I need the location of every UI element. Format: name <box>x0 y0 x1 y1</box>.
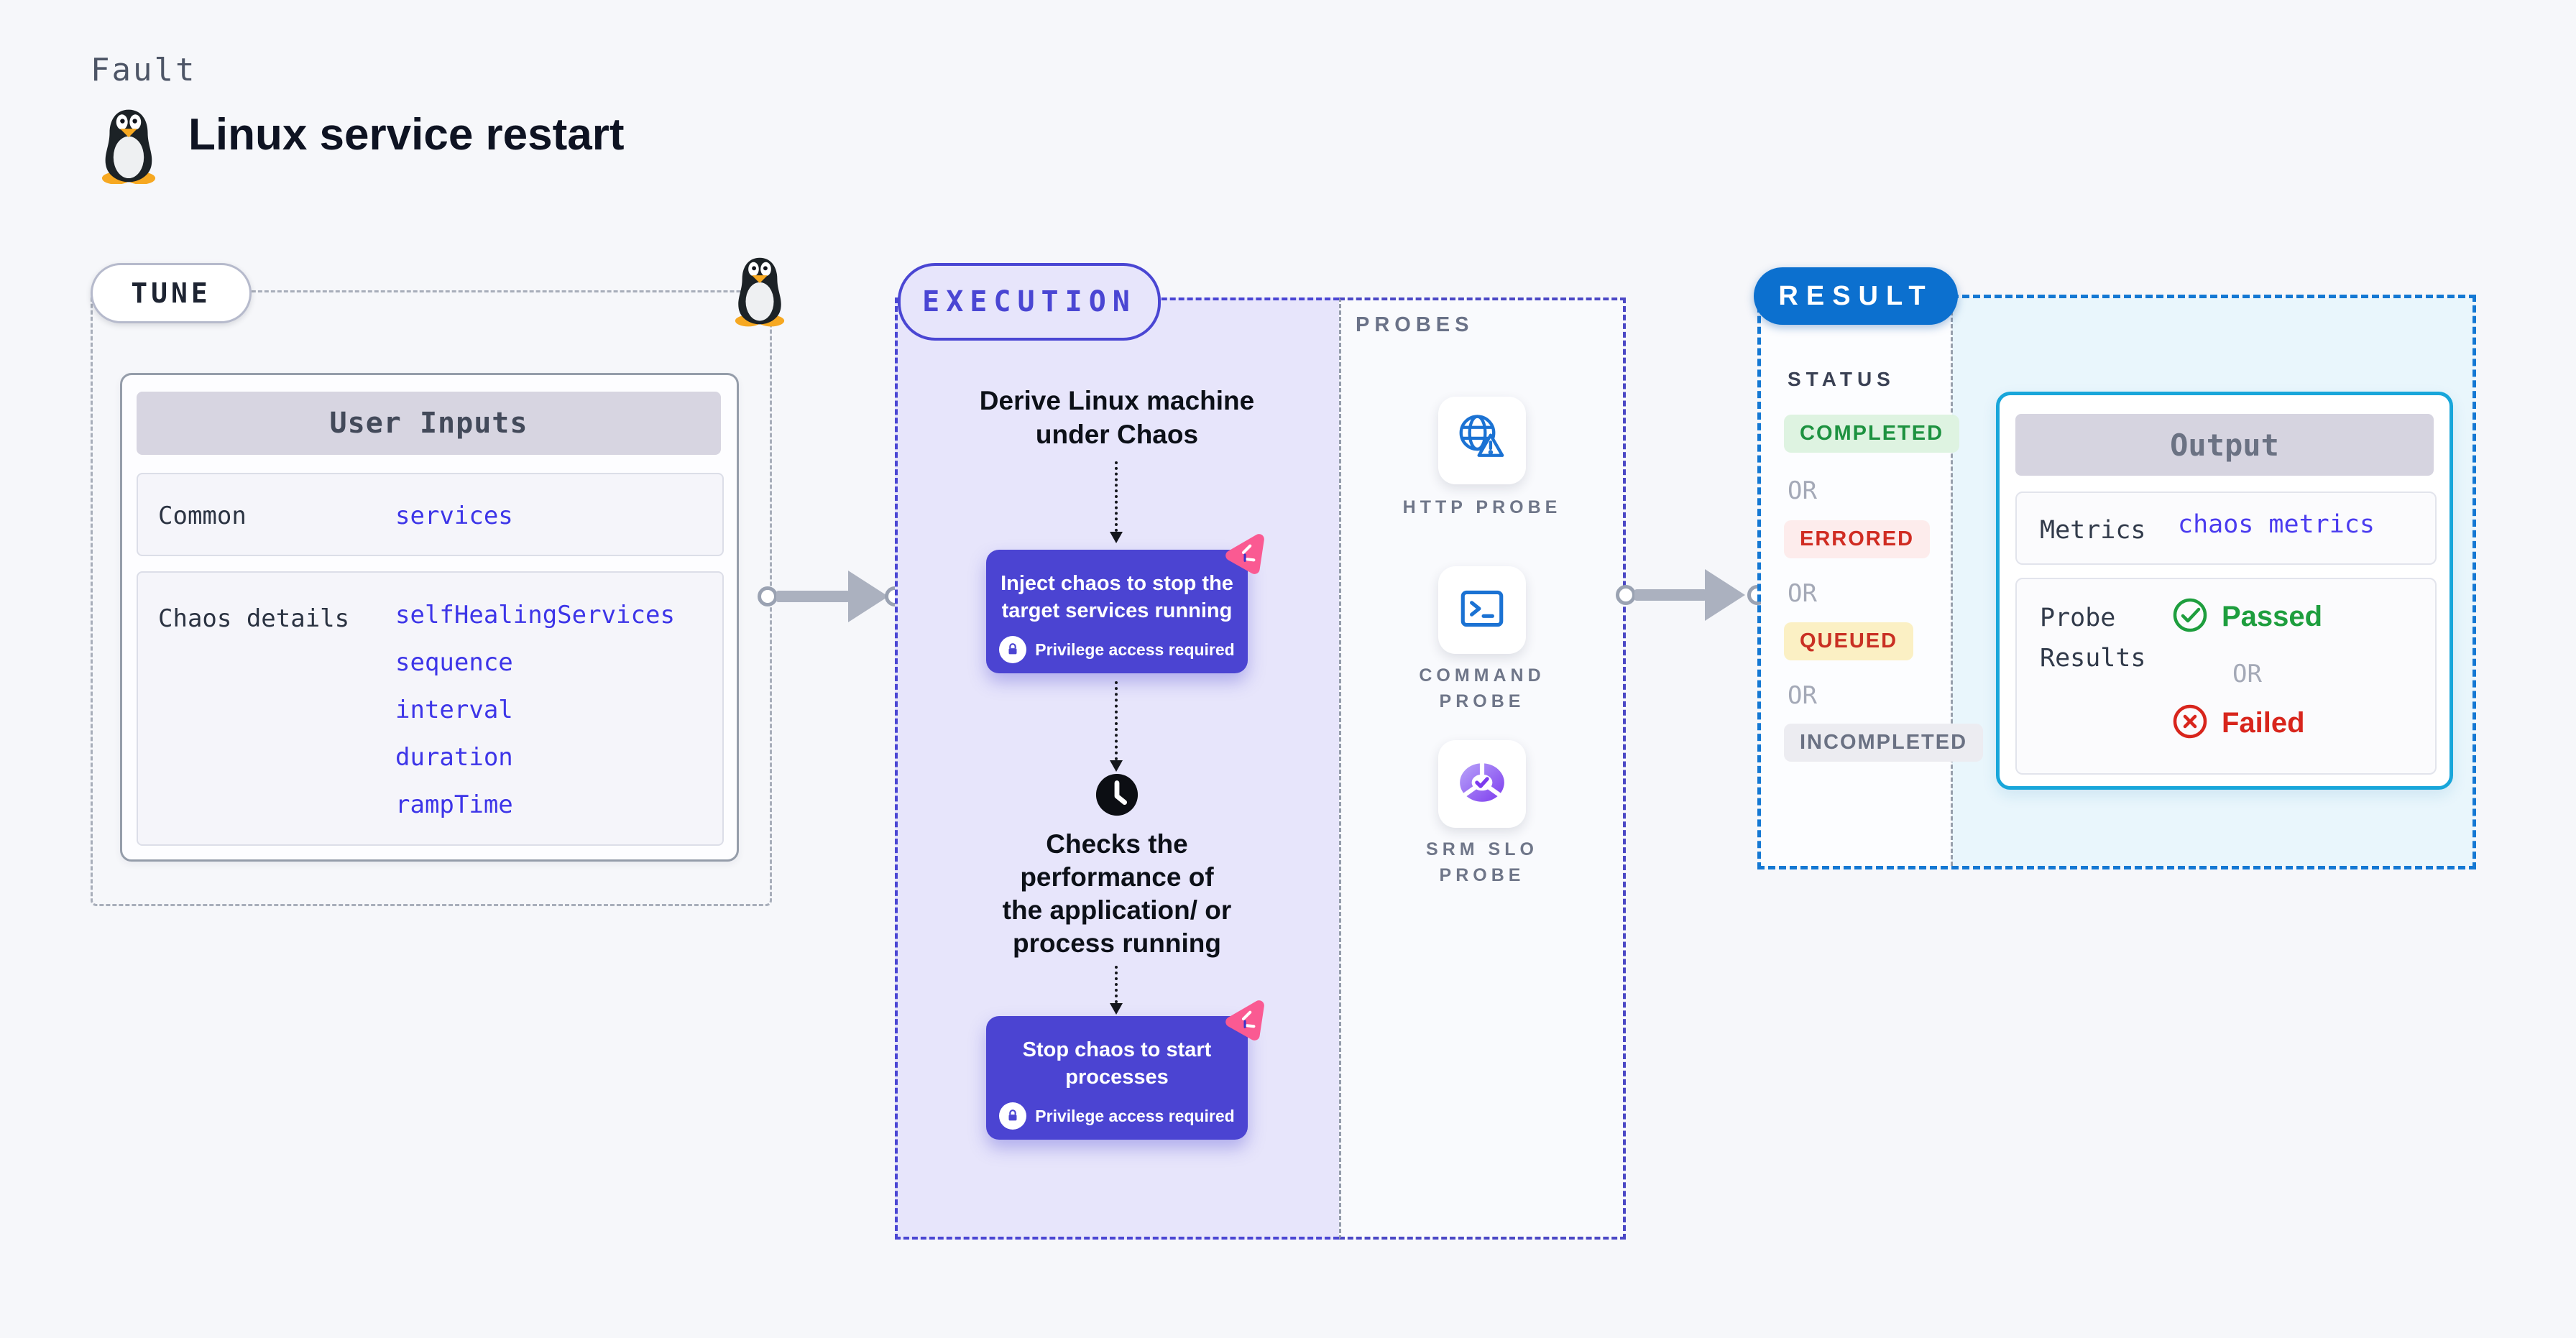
tune-badge: TUNE <box>91 263 252 323</box>
lock-icon <box>999 1102 1027 1130</box>
clock-icon <box>1095 772 1139 817</box>
check-line: the application/ or <box>1002 895 1232 925</box>
connector-dot <box>1616 585 1636 605</box>
probe-label-line: COMMAND <box>1419 665 1545 686</box>
metrics-value-link[interactable]: chaos metrics <box>2178 510 2375 539</box>
output-header: Output <box>2015 414 2434 476</box>
result-status-panel <box>1761 298 1952 866</box>
privilege-note: Privilege access required <box>1035 1106 1235 1125</box>
chaos-detail-value: rampTime <box>395 790 513 819</box>
chaos-detail-value: sequence <box>395 648 513 677</box>
srm-slo-probe-label: SRM SLO PROBE <box>1374 836 1590 888</box>
command-probe-label: COMMAND PROBE <box>1374 663 1590 714</box>
inject-title-line: Inject chaos to stop the <box>1000 572 1233 595</box>
derive-step-text: Derive Linux machine under Chaos <box>930 384 1304 451</box>
dotted-connector <box>1115 966 1118 1003</box>
inject-chaos-node[interactable]: Inject chaos to stop the target services… <box>986 534 1264 673</box>
dotted-connector <box>1115 681 1118 760</box>
row-value: services <box>395 502 513 530</box>
result-divider <box>1951 298 1953 866</box>
connector-dot <box>758 586 778 606</box>
or-label: OR <box>1788 681 1817 710</box>
stop-title-line: Stop chaos to start <box>1022 1038 1212 1061</box>
fault-kicker: Fault <box>91 52 197 88</box>
result-section-frame <box>1757 295 2476 869</box>
or-label: OR <box>1788 579 1817 608</box>
tux-penguin-icon <box>98 108 160 185</box>
lock-icon <box>999 636 1027 663</box>
user-inputs-row-common: Common services <box>137 473 724 556</box>
or-label: OR <box>2232 660 2262 688</box>
probe-results-label: Probe Results <box>2040 598 2146 678</box>
flow-arrow <box>1634 589 1706 601</box>
command-probe-card[interactable] <box>1438 566 1526 654</box>
inject-title-line: target services running <box>1001 599 1233 622</box>
page-title: Linux service restart <box>188 110 625 160</box>
flow-arrow-head <box>848 571 888 622</box>
result-badge: RESULT <box>1754 267 1958 325</box>
user-inputs-card: User Inputs Common services Chaos detail… <box>120 373 739 862</box>
stop-title-line: processes <box>1065 1066 1169 1089</box>
flow-arrow <box>776 591 850 602</box>
user-inputs-row-chaos-details: Chaos details selfHealingServices sequen… <box>137 571 724 846</box>
passed-row: Passed <box>2171 596 2322 637</box>
x-circle-icon <box>2171 703 2209 744</box>
probe-results-line: Probe <box>2040 604 2116 632</box>
derive-line: under Chaos <box>1035 420 1199 449</box>
chaos-detail-value: interval <box>395 696 513 724</box>
status-label: STATUS <box>1788 368 1895 390</box>
execution-badge: EXECUTION <box>898 263 1161 341</box>
chaos-detail-value: selfHealingServices <box>395 601 675 629</box>
chaos-logo-icon <box>1220 996 1268 1043</box>
chaos-logo-icon <box>1220 530 1268 577</box>
metrics-label: Metrics <box>2040 516 2146 545</box>
check-line: performance of <box>1020 862 1214 892</box>
failed-row: Failed <box>2171 703 2305 744</box>
probe-label-line: HTTP PROBE <box>1402 497 1562 517</box>
slo-donut-icon <box>1453 756 1511 813</box>
http-probe-label: HTTP PROBE <box>1374 494 1590 520</box>
row-label: Chaos details <box>158 604 350 633</box>
derive-line: Derive Linux machine <box>979 386 1255 415</box>
dotted-arrow-head <box>1110 1003 1123 1015</box>
probe-results-line: Results <box>2040 644 2146 673</box>
output-card: Output Metrics chaos metrics Probe Resul… <box>1996 392 2453 790</box>
status-badge-errored: ERRORED <box>1784 520 1931 558</box>
status-badge-completed: COMPLETED <box>1784 415 1960 453</box>
tux-penguin-small-icon <box>732 253 788 329</box>
check-line: process running <box>1013 928 1221 958</box>
passed-label: Passed <box>2222 601 2323 632</box>
stop-chaos-node[interactable]: Stop chaos to start processes Privilege … <box>986 1000 1264 1140</box>
probe-results-row: Probe Results Passed OR Failed <box>2015 578 2437 775</box>
failed-label: Failed <box>2222 707 2305 739</box>
check-circle-icon <box>2171 596 2209 637</box>
probe-label-line: SRM SLO <box>1426 839 1538 859</box>
flow-arrow-head <box>1705 569 1745 621</box>
status-badge-queued: QUEUED <box>1784 622 1914 660</box>
probe-label-line: PROBE <box>1439 691 1525 711</box>
status-badge-incompleted: INCOMPLETED <box>1784 724 1984 762</box>
chaos-detail-value: duration <box>395 743 513 772</box>
srm-slo-probe-card[interactable] <box>1438 740 1526 828</box>
or-label: OR <box>1788 476 1817 505</box>
http-probe-card[interactable] <box>1438 397 1526 484</box>
user-inputs-header: User Inputs <box>137 392 721 455</box>
probe-label-line: PROBE <box>1439 865 1525 885</box>
dotted-arrow-head <box>1110 532 1123 543</box>
check-line: Checks the <box>1046 829 1188 859</box>
globe-alert-icon <box>1454 411 1510 471</box>
dotted-arrow-head <box>1110 760 1123 772</box>
terminal-icon <box>1455 582 1509 639</box>
privilege-note: Privilege access required <box>1035 640 1235 659</box>
probes-label: PROBES <box>1356 313 1474 336</box>
row-label: Common <box>158 502 247 530</box>
dotted-connector <box>1115 461 1118 532</box>
check-performance-text: Checks the performance of the applicatio… <box>930 828 1304 960</box>
metrics-row: Metrics chaos metrics <box>2015 492 2437 565</box>
